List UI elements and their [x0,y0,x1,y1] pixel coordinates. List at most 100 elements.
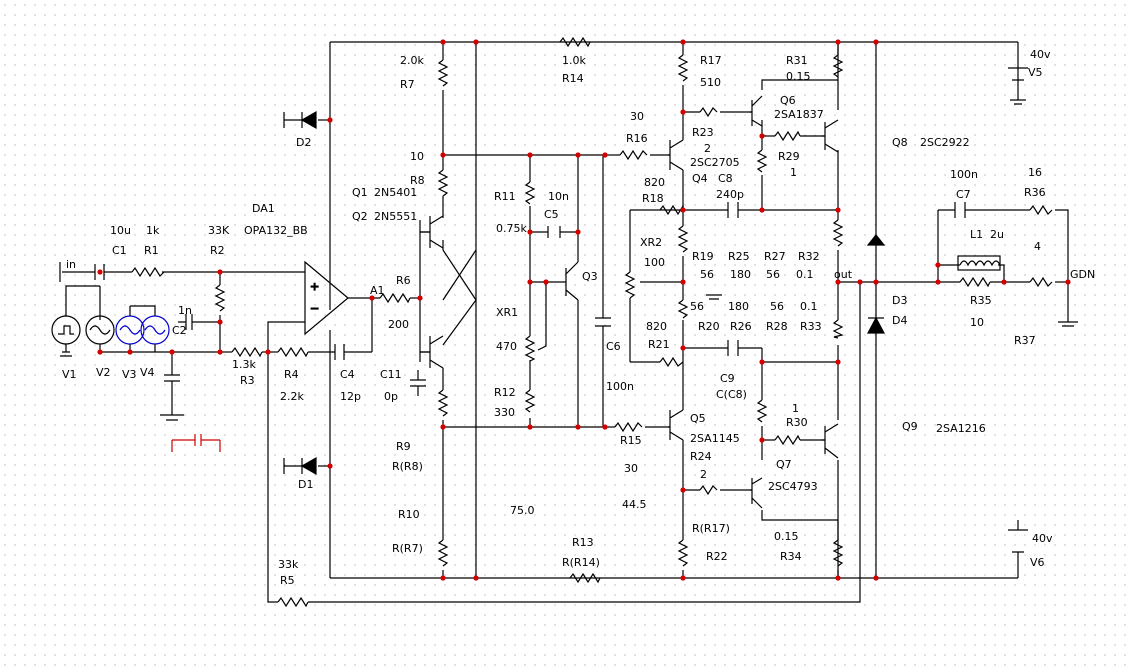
label-44: 44.5 [622,498,647,511]
label-c11: C11 [380,368,402,381]
label-r7: R7 [400,78,415,91]
resistor-r13 [569,572,601,584]
label-r25-val: 180 [730,268,751,281]
label-v5-val: 40v [1030,48,1051,61]
resistor-r36 [1029,204,1053,216]
label-r31-val: 0.15 [786,70,811,83]
svg-text:+: + [310,280,319,293]
resistor-r37 [1029,276,1053,288]
junction-node [575,229,581,235]
label-r35-val: 10 [970,316,984,329]
label-q6: Q6 [780,94,796,107]
capacitor-c2 [178,314,200,330]
junction-node [680,345,686,351]
resistor-r23 [699,106,718,118]
resistor-r2 [214,284,226,312]
label-r4-val: 2.2k [280,390,304,403]
label-c4-val: 12p [340,390,361,403]
junction-node [265,349,271,355]
label-in: in [66,258,76,271]
label-r25: R25 [728,250,750,263]
resistor-r24 [699,484,718,496]
capacitors [94,67,1028,553]
label-r30-val: 1 [792,402,799,415]
label-r1: R1 [144,244,159,257]
capacitor-c3 [164,374,180,382]
junction-node [97,349,103,355]
junction-node [873,39,879,45]
label-r13: R13 [572,536,594,549]
label-r1-val: 1k [146,224,160,237]
junction-node [440,424,446,430]
transistor-q7 [750,477,763,509]
junction-node [369,295,375,301]
label-q9-model: 2SA1216 [936,422,986,435]
junction-node [680,575,686,581]
label-r8-val: 10 [410,150,424,163]
label-r34-val: 0.15 [774,530,799,543]
label-r30: R30 [786,416,808,429]
resistor-r19 [677,225,689,253]
label-r18-val: 820 [644,176,665,189]
label-v1: V1 [62,368,77,381]
wires [62,41,1069,603]
label-v4: V4 [140,366,155,379]
label-r28-val: 56 [770,300,784,313]
junction-node [602,424,608,430]
junction-node [835,279,841,285]
resistor-r4 [277,346,309,358]
label-r4: R4 [284,368,299,381]
junction-node [680,39,686,45]
label-c6: C6 [606,340,621,353]
junction-node [759,437,765,443]
junction-node [759,133,765,139]
diode-d4 [867,316,885,334]
junction-node [327,117,333,123]
label-r16: R16 [626,132,648,145]
junction-node [759,207,765,213]
transistor-q9 [822,423,839,459]
label-a1: A1 [370,284,385,297]
transistors [420,95,839,509]
resistor-r30b [774,434,801,446]
label-r23: R23 [692,126,714,139]
resistor-r30 [756,399,768,423]
label-c7: C7 [956,188,971,201]
label-r10: R10 [398,508,420,521]
label-r31: R31 [786,54,808,67]
junction-node [835,359,841,365]
capacitor-v5 [1008,67,1028,81]
junction-node [217,319,223,325]
transistor-q4 [668,139,684,171]
junction-node [527,152,533,158]
label-r26-val: 180 [728,300,749,313]
label-da1: DA1 [252,202,275,215]
resistor-r6 [379,292,411,304]
junction-node [169,349,175,355]
junction-node [473,39,479,45]
capacitor-v6 [1008,529,1028,553]
label-out: out [834,268,853,281]
label-r11: R11 [494,190,516,203]
label-r12: R12 [494,386,516,399]
label-c9: C9 [720,372,735,385]
capacitor-c5 [547,226,561,238]
junction-node [935,279,941,285]
potentiometer-xr2 [624,271,636,299]
potentiometer-xr1 [524,335,547,362]
label-r9-val: R(R8) [392,460,423,473]
transistor-q1 [420,215,444,249]
label-q1-model: 2N5401 [374,186,417,199]
transistor-q8 [822,119,839,153]
label-c8: C8 [718,172,733,185]
resistor-r12 [524,389,536,413]
label-r33-val: 0.1 [800,300,818,313]
resistor-r22 [677,539,689,567]
junction-node [440,575,446,581]
label-d3: D3 [892,294,907,307]
resistor-r35 [959,276,991,288]
label-r21-val: 820 [646,320,667,333]
label-r23-val: 2 [704,142,711,155]
resistor-r1 [131,266,165,278]
transistor-q6 [750,95,763,127]
